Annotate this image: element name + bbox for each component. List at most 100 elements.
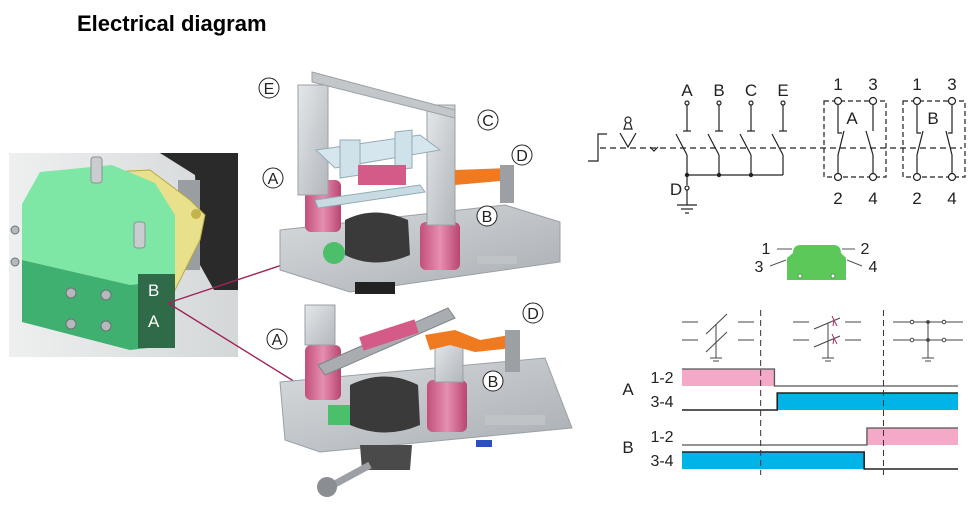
- timing-on-band: [682, 452, 865, 469]
- closeup-module-top: [22, 165, 175, 285]
- aux-block-a-name: A: [846, 109, 858, 128]
- contact-c: [739, 100, 755, 175]
- microswitch-terminal-4: 4: [869, 259, 878, 276]
- svg-text:A: A: [272, 332, 283, 349]
- render-top-insulator: [394, 129, 413, 171]
- svg-text:D: D: [516, 148, 528, 165]
- contact-label-e: E: [777, 81, 788, 100]
- render-bottom-pink-block: [359, 319, 419, 351]
- page-title: Electrical diagram: [77, 11, 267, 36]
- closeup-screw: [65, 318, 77, 330]
- closeup-post: [133, 221, 146, 249]
- render-top-earth-post: [500, 165, 514, 203]
- position-icon-earthed: [893, 319, 963, 362]
- timing-row-label: 3-4: [650, 394, 673, 411]
- aux-a-terminal-2: 2: [833, 189, 842, 208]
- render-bottom-handle-arm: [331, 461, 372, 489]
- svg-text:D: D: [527, 306, 539, 323]
- microswitch-hole: [830, 273, 836, 279]
- contact-label-a: A: [681, 81, 693, 100]
- render-bottom-handle-hub: [360, 445, 412, 470]
- callout-d: D: [511, 144, 533, 166]
- timing-group-b: B: [622, 438, 633, 457]
- render-bottom-callouts: A D B: [266, 302, 544, 392]
- aux-b-terminal-3: 3: [947, 75, 956, 94]
- operating-handle-symbol: [588, 133, 607, 162]
- timing-on-band: [866, 428, 958, 445]
- ground-icon: [677, 204, 697, 214]
- timing-row-label: 1-2: [650, 370, 673, 387]
- contact-label-c: C: [745, 81, 757, 100]
- closeup-post: [90, 156, 103, 184]
- render-bottom-earth-post: [505, 330, 520, 372]
- callout-a: A: [262, 167, 284, 189]
- svg-text:C: C: [482, 113, 494, 130]
- render-top-callouts: E C D A B: [258, 77, 533, 227]
- timing-row-label: 3-4: [650, 453, 673, 470]
- aux-block-b-frame: [902, 100, 966, 178]
- render-top-handle-stub: [355, 282, 395, 294]
- contact-a: [675, 100, 691, 175]
- closeup-screw: [10, 257, 20, 267]
- timing-chart: A B 1-2 3-4 1-2 3-4: [622, 310, 963, 475]
- aux-b-terminal-1: 1: [912, 75, 921, 94]
- aux-b-terminal-2: 2: [912, 189, 921, 208]
- aux-block-a-frame: [823, 100, 887, 178]
- key-lock-icon: [619, 116, 637, 149]
- render-top-coil-b: [420, 222, 460, 270]
- closeup-lever-pivot: [191, 209, 201, 219]
- render-bottom-switch-module: [328, 405, 350, 425]
- render-bottom: [279, 304, 573, 497]
- microswitch-terminal-2: 2: [861, 241, 870, 258]
- terminal-d: [684, 185, 690, 191]
- render-top-label-plate: [477, 256, 517, 264]
- callout-e: E: [258, 77, 280, 99]
- render-top-insulator: [339, 139, 361, 179]
- contact-b: [707, 100, 723, 175]
- spring-symbol: [649, 146, 659, 152]
- render-top-cross-bar: [311, 71, 456, 119]
- aux-switch-block-b: [902, 96, 966, 182]
- render-bottom-coil-b: [427, 380, 467, 432]
- timing-signal-line: [682, 392, 958, 411]
- render-top-tower-c-b: [426, 104, 456, 226]
- aux-a-terminal-1: 1: [833, 75, 842, 94]
- render-bottom-earth-strap: [425, 330, 512, 352]
- timing-rows: [682, 368, 958, 470]
- svg-text:A: A: [268, 171, 279, 188]
- timing-group-a: A: [622, 380, 634, 399]
- closeup-screw: [100, 289, 112, 301]
- contact-e: [771, 100, 787, 175]
- callout-c: C: [477, 109, 499, 131]
- render-top: [279, 71, 561, 294]
- svg-text:B: B: [488, 374, 499, 391]
- junction-dot: [716, 172, 722, 178]
- render-top-earth-strap: [455, 168, 512, 185]
- render-top-blade: [314, 184, 426, 209]
- render-top-insulator-frame: [314, 134, 442, 169]
- callout-b: B: [476, 205, 498, 227]
- timing-signal-line: [682, 427, 958, 446]
- schematic: [588, 96, 966, 214]
- timing-dividers: [760, 310, 884, 475]
- render-bottom-knob: [350, 376, 420, 433]
- render-bottom-blue-tag: [476, 440, 492, 447]
- render-bottom-label-plate: [485, 415, 545, 425]
- render-top-pink-block: [358, 165, 406, 185]
- aux-b-terminal-4: 4: [947, 189, 956, 208]
- schematic-labels: A B C E D A 1 3 2 4 B 1 3 2 4: [670, 75, 957, 208]
- timing-on-band: [777, 393, 958, 410]
- timing-signal-line: [682, 368, 958, 387]
- closeup-screw: [10, 225, 20, 235]
- closeup-screw: [100, 320, 112, 332]
- aux-a-terminal-3: 3: [868, 75, 877, 94]
- microswitch-terminal-1: 1: [762, 241, 771, 258]
- aux-a-terminal-4: 4: [868, 189, 877, 208]
- microswitch-body: [787, 245, 846, 280]
- main-contacts: [675, 100, 787, 214]
- callout-b-bottom: B: [482, 370, 504, 392]
- closeup-screw: [65, 287, 77, 299]
- render-top-knob: [345, 212, 410, 263]
- aux-switch-block-a: [823, 96, 887, 182]
